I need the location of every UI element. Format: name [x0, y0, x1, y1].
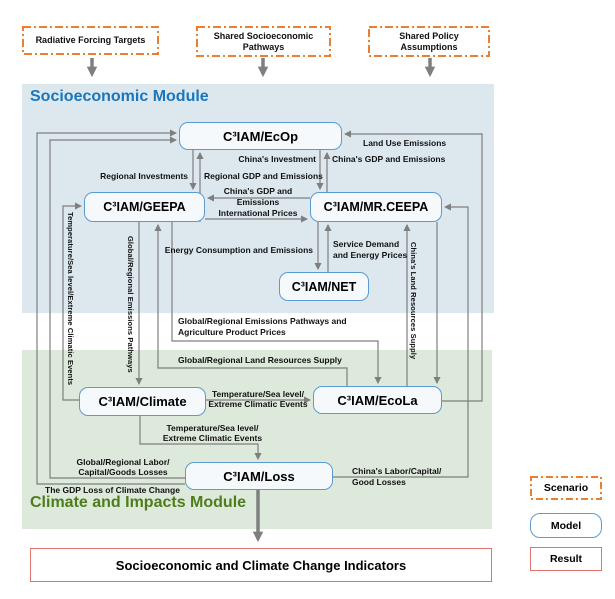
- flow-label-temp-to-ecola: Temperature/Sea level/ Extreme Climatic …: [208, 389, 308, 409]
- flow-label-energy-consumption: Energy Consumption and Emissions: [164, 245, 313, 255]
- result-indicators-box: Socioeconomic and Climate Change Indicat…: [30, 548, 492, 582]
- socioeconomic-module-title: Socioeconomic Module: [30, 88, 209, 105]
- model-ecop: C³IAM/EcOp: [179, 122, 342, 150]
- dash-border: [22, 26, 159, 55]
- flow-label-vertical-chinas-land-supply: China's Land Resources Supply: [409, 242, 418, 360]
- flow-label-emissions-agri: Global/Regional Emissions Pathways and A…: [178, 316, 347, 337]
- scenario-label: Radiative Forcing Targets: [35, 35, 146, 45]
- flow-label-vertical-temp-events: Temperature/Sea level/Extreme Climatic E…: [66, 212, 75, 386]
- legend-scenario: Scenario: [530, 476, 602, 500]
- model-ecola: C³IAM/EcoLa: [313, 386, 442, 414]
- flow-label-chinas-labor-losses: China's Labor/Capital/ Good Losses: [352, 466, 442, 487]
- model-mrceepa: C³IAM/MR.CEEPA: [310, 192, 442, 222]
- legend-model: Model: [530, 513, 602, 538]
- flow-label-chinas-gdp-emissions-mid: China's GDP and Emissions: [223, 186, 293, 207]
- scenario-label: Shared Policy Assumptions: [399, 30, 459, 52]
- dash-border: [368, 26, 490, 57]
- scenario-shared-policy-assumptions: Shared Policy Assumptions: [368, 26, 490, 57]
- model-geepa: C³IAM/GEEPA: [84, 192, 205, 222]
- flow-label-vertical-emissions-pathways: Global/Regional Emissions Pathways: [126, 236, 135, 373]
- flow-label-gdp-loss: The GDP Loss of Climate Change: [45, 485, 180, 495]
- dash-border: [530, 476, 602, 500]
- scenario-radiative-forcing-targets: Radiative Forcing Targets: [22, 26, 159, 55]
- dash-border: [196, 26, 331, 57]
- flow-label-chinas-gdp-and-emissions: China's GDP and Emissions: [332, 154, 446, 164]
- flow-label-land-resources-supply: Global/Regional Land Resources Supply: [178, 355, 342, 365]
- flow-label-regional-gdp-and-emissions: Regional GDP and Emissions: [204, 171, 323, 181]
- legend-scenario-label: Scenario: [543, 482, 589, 494]
- scenario-label: Shared Socioeconomic Pathways: [213, 30, 314, 52]
- model-loss: C³IAM/Loss: [185, 462, 333, 490]
- flow-label-global-labor-losses: Global/Regional Labor/ Capital/Goods Los…: [76, 457, 170, 477]
- flow-label-international-prices: International Prices: [218, 208, 298, 218]
- flow-label-land-use-emissions: Land Use Emissions: [363, 138, 447, 148]
- model-climate: C³IAM/Climate: [79, 387, 206, 416]
- legend-result: Result: [530, 547, 602, 571]
- flow-label-chinas-investment: China's Investment: [238, 154, 316, 164]
- climate-impacts-module-title: Climate and Impacts Module: [30, 494, 247, 511]
- scenario-shared-socioeconomic-pathways: Shared Socioeconomic Pathways: [196, 26, 331, 57]
- model-net: C³IAM/NET: [279, 272, 369, 301]
- flow-label-regional-investments: Regional Investments: [100, 171, 188, 181]
- flow-label-temp-to-loss: Temperature/Sea level/ Extreme Climatic …: [162, 423, 263, 443]
